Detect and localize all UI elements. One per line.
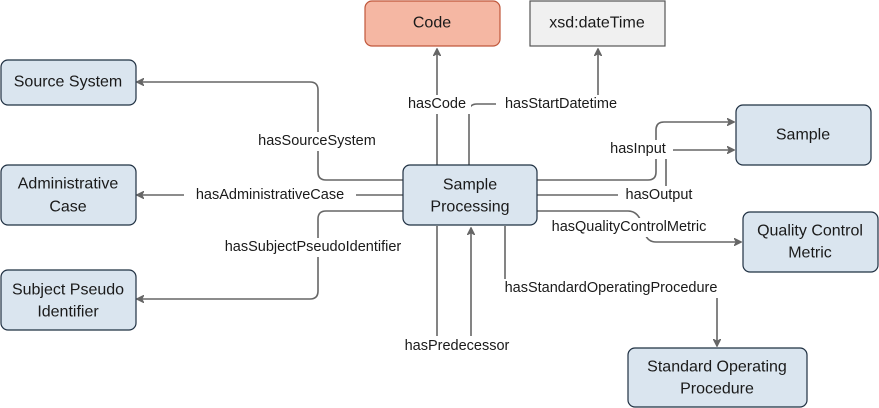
node-code-label: Code	[413, 15, 451, 32]
label-has-predecessor: hasPredecessor	[405, 338, 510, 354]
node-sop-label-1: Standard Operating	[647, 359, 787, 376]
node-quality-control-metric[interactable]: Quality Control Metric	[742, 211, 879, 273]
node-subject-pseudo-identifier-label-2: Identifier	[37, 304, 99, 321]
label-has-standard-operating-procedure: hasStandardOperatingProcedure	[505, 280, 718, 296]
node-xsd-datetime-label: xsd:dateTime	[549, 15, 645, 32]
node-source-system[interactable]: Source System	[0, 59, 137, 106]
node-code[interactable]: Code	[364, 0, 501, 47]
node-quality-control-metric-label-1: Quality Control	[757, 223, 863, 240]
label-has-source-system: hasSourceSystem	[258, 133, 376, 149]
node-sample-label: Sample	[776, 127, 830, 144]
node-subject-pseudo-identifier-label-1: Subject Pseudo	[12, 282, 124, 299]
label-has-administrative-case: hasAdministrativeCase	[196, 187, 344, 203]
label-has-code: hasCode	[408, 96, 466, 112]
node-sample[interactable]: Sample	[735, 104, 872, 166]
node-xsd-datetime[interactable]: xsd:dateTime	[529, 0, 666, 47]
edge-labels: hasCode hasStartDatetime hasSourceSystem…	[184, 95, 734, 355]
node-source-system-label: Source System	[14, 74, 122, 91]
edge-has-source-system	[137, 82, 403, 181]
node-quality-control-metric-label-2: Metric	[788, 245, 832, 262]
edge-has-predecessor	[436, 226, 471, 347]
node-sop-label-2: Procedure	[680, 381, 754, 398]
node-administrative-case-label-1: Administrative	[18, 176, 119, 193]
label-has-quality-control-metric: hasQualityControlMetric	[552, 219, 707, 235]
node-subject-pseudo-identifier[interactable]: Subject Pseudo Identifier	[0, 269, 137, 331]
node-sample-processing-label-1: Sample	[443, 177, 497, 194]
node-administrative-case[interactable]: Administrative Case	[0, 164, 137, 226]
node-standard-operating-procedure[interactable]: Standard Operating Procedure	[627, 347, 808, 408]
node-sample-processing-label-2: Processing	[430, 199, 509, 216]
label-has-subject-pseudo-identifier: hasSubjectPseudoIdentifier	[225, 239, 402, 255]
node-administrative-case-label-2: Case	[49, 199, 86, 216]
label-has-start-datetime: hasStartDatetime	[505, 96, 617, 112]
label-has-input: hasInput	[610, 141, 666, 157]
label-has-output: hasOutput	[626, 187, 693, 203]
node-sample-processing[interactable]: Sample Processing	[402, 164, 538, 226]
